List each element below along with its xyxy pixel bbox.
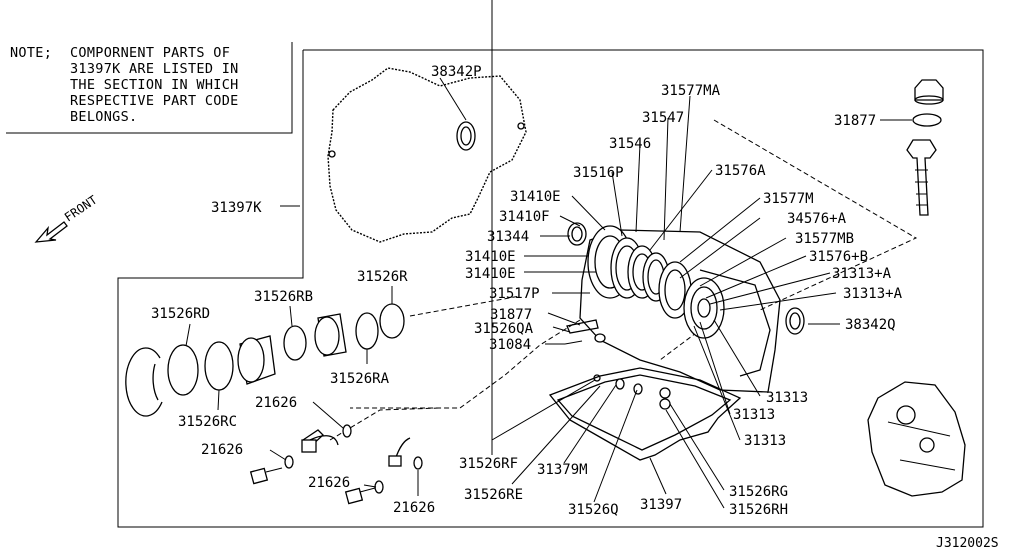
callout-31313a-2: 31313+A	[843, 286, 903, 302]
callout-31526rb: 31526RB	[254, 289, 313, 305]
callout-31084: 31084	[489, 337, 531, 353]
clutch-stack	[567, 222, 725, 339]
callout-31410e-3: 31410E	[465, 266, 516, 282]
note-line-5: BELONGS.	[70, 109, 138, 125]
component-note: NOTE; COMPORNENT PARTS OF 31397K ARE LIS…	[10, 45, 238, 157]
callout-21626-2: 21626	[201, 442, 243, 458]
pipes-and-bolts	[249, 319, 643, 505]
callout-31877-top: 31877	[834, 113, 876, 129]
callout-21626-4: 21626	[393, 500, 435, 516]
callout-21626-1: 21626	[255, 395, 297, 411]
callout-31526rh: 31526RH	[729, 502, 788, 518]
callout-31577mb: 31577MB	[795, 231, 854, 247]
callout-31526ra: 31526RA	[330, 371, 390, 387]
callout-31577m: 31577M	[763, 191, 814, 207]
callout-31410e-2: 31410E	[465, 249, 516, 265]
callout-31526re: 31526RE	[464, 487, 523, 503]
callout-31547: 31547	[642, 110, 684, 126]
callout-31576b: 31576+B	[809, 249, 868, 265]
callout-38342p: 38342P	[431, 64, 482, 80]
callout-31526r: 31526R	[357, 269, 408, 285]
seal-38342q	[785, 307, 805, 335]
callout-31410f: 31410F	[499, 209, 550, 225]
leader-lines	[185, 0, 912, 509]
callout-31546: 31546	[609, 136, 651, 152]
diagram-code: J312002S	[936, 536, 999, 551]
side-cover	[867, 381, 966, 497]
callout-38342q: 38342Q	[845, 317, 896, 333]
diagram-frames	[6, 42, 984, 528]
callout-31576a: 31576A	[715, 163, 766, 179]
callout-21626-3: 21626	[308, 475, 350, 491]
note-line-3: THE SECTION IN WHICH	[70, 77, 239, 93]
callout-31526rc: 31526RC	[178, 414, 237, 430]
callout-31397k: 31397K	[211, 200, 262, 216]
callout-31410e-1: 31410E	[510, 189, 561, 205]
oil-pan	[548, 367, 742, 461]
callout-31577ma: 31577MA	[661, 83, 721, 99]
transmission-case	[327, 67, 527, 243]
callout-31517p: 31517P	[489, 286, 540, 302]
callout-31313-3: 31313	[744, 433, 786, 449]
front-arrow: FRONT	[34, 193, 100, 243]
filter-seals	[125, 303, 405, 417]
callout-31877-mid: 31877	[490, 307, 532, 323]
callout-31516p: 31516P	[573, 165, 624, 181]
callout-34576a: 34576+A	[787, 211, 847, 227]
valve-body-housing	[579, 229, 781, 393]
callout-31313-1: 31313	[766, 390, 808, 406]
note-line-1: COMPORNENT PARTS OF	[70, 45, 231, 61]
callout-31526rf: 31526RF	[459, 456, 518, 472]
solenoid-parts	[906, 79, 944, 216]
callout-31526rd: 31526RD	[151, 306, 210, 322]
callout-31397: 31397	[640, 497, 682, 513]
note-line-2: 31397K ARE LISTED IN	[70, 61, 239, 77]
callout-31526q: 31526Q	[568, 502, 619, 518]
callout-31526qa: 31526QA	[474, 321, 534, 337]
callout-31313a-1: 31313+A	[832, 266, 892, 282]
note-line-4: RESPECTIVE PART CODE	[70, 93, 239, 109]
callout-labels: 38342P 31577MA 31877 31547 31546 31516P …	[151, 64, 903, 518]
front-label: FRONT	[62, 193, 100, 225]
callout-31526rg: 31526RG	[729, 484, 788, 500]
note-header: NOTE;	[10, 45, 53, 61]
callout-31313-2: 31313	[733, 407, 775, 423]
callout-31344: 31344	[487, 229, 529, 245]
callout-31379m: 31379M	[537, 462, 588, 478]
